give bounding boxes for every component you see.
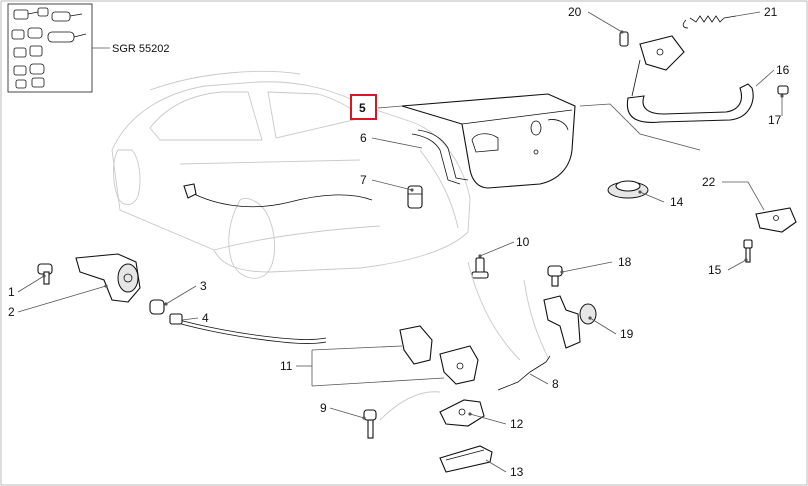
callout-13[interactable]: 13 [510,465,524,479]
part-2-release-lever [75,253,141,303]
callout-10[interactable]: 10 [516,235,530,249]
part-19-lock-cylinder [543,295,597,349]
part-12-striker [439,399,485,427]
part-9-screw [363,409,377,439]
callout-19[interactable]: 19 [620,327,634,341]
cable-handle [183,183,197,199]
part-10-bolt [471,257,489,279]
part-11-latch-bracket [399,325,479,385]
callout-1[interactable]: 1 [8,285,15,299]
part-1-screw [37,263,53,285]
trunk-lid [401,93,576,189]
selected-callout-highlight[interactable] [350,94,377,120]
callout-15[interactable]: 15 [708,263,722,277]
leader-lines [17,11,784,473]
part-4-cable [169,313,327,344]
part-8-rod [497,355,551,391]
callout-8[interactable]: 8 [552,377,559,391]
callout-labels: 1 2 3 4 5 6 7 8 9 10 11 12 13 14 15 16 1… [8,5,790,479]
callout-2[interactable]: 2 [8,305,15,319]
callout-9[interactable]: 9 [320,401,327,415]
part-14-grommet [607,180,649,199]
callout-21[interactable]: 21 [764,5,778,19]
callout-17[interactable]: 17 [768,113,782,127]
callout-3[interactable]: 3 [200,279,207,293]
callout-16[interactable]: 16 [776,63,790,77]
callout-11[interactable]: 11 [280,359,293,373]
callout-20[interactable]: 20 [568,5,582,19]
callout-18[interactable]: 18 [618,255,632,269]
callout-14[interactable]: 14 [670,195,684,209]
callout-7[interactable]: 7 [360,173,367,187]
reference-thumbnail: SGR 55202 [7,3,169,93]
part-18-bolt [547,265,563,287]
car-silhouette [111,70,471,279]
part-3-bush [149,299,165,315]
part-6-seal [411,129,469,185]
callout-5[interactable]: 5 [359,101,366,115]
hinge-assembly [619,15,789,123]
part-22-bracket [755,207,797,233]
part-15-screw [743,239,753,263]
callout-4[interactable]: 4 [202,311,209,325]
callout-12[interactable]: 12 [510,417,524,431]
release-cable [189,191,373,208]
part-13-plate [439,445,493,473]
callout-22[interactable]: 22 [702,175,716,189]
reference-code-label: SGR 55202 [112,43,169,55]
callout-6[interactable]: 6 [360,131,367,145]
